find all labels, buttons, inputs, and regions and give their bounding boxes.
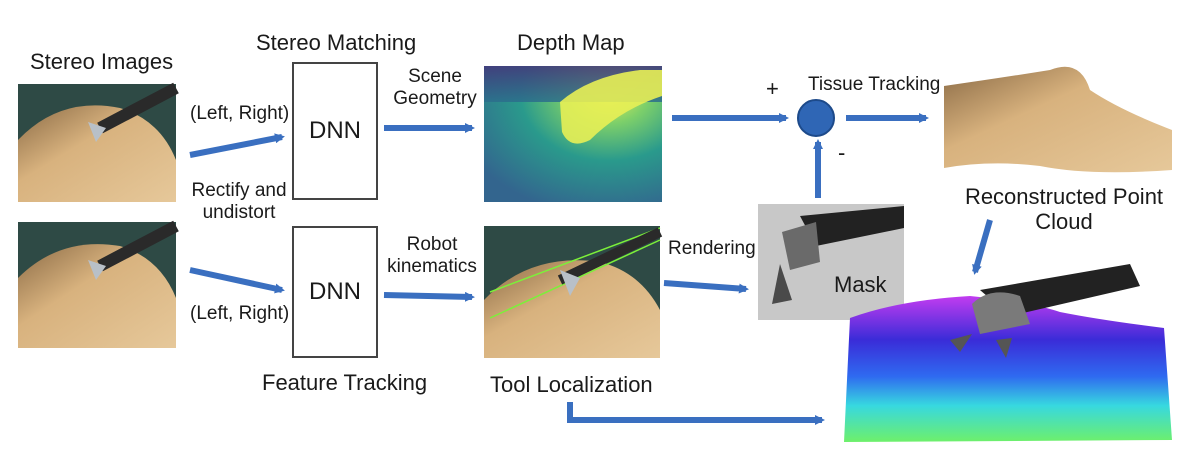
dnn-box-bottom: DNN [292, 226, 378, 358]
reconstructed-tissue-image [944, 66, 1172, 173]
label-stereo-images: Stereo Images [30, 49, 174, 74]
subtract-node [797, 99, 835, 137]
dnn-box-top: DNN [292, 62, 378, 200]
label-tissue-tracking: Tissue Tracking [808, 74, 941, 95]
arrows [189, 113, 993, 425]
label-minus: - [838, 140, 846, 165]
label-reconstructed-point-cloud: Reconstructed Point Cloud [964, 184, 1164, 235]
label-plus: + [766, 76, 779, 101]
label-depth-map: Depth Map [517, 30, 625, 55]
label-tool-localization: Tool Localization [490, 372, 653, 397]
label-left-right-top: (Left, Right) [190, 103, 290, 124]
depth-map-image [484, 66, 662, 202]
stereo-image-left [18, 82, 179, 202]
label-stereo-matching: Stereo Matching [256, 30, 417, 55]
label-scene-geometry: Scene Geometry [393, 66, 477, 109]
arrow-dnn-bottom-to-tool [383, 291, 475, 302]
arrow-left-to-dnn-bottom [189, 267, 285, 294]
arrow-tool-to-mask [663, 280, 749, 294]
arrow-tissue-to-cloud [972, 219, 993, 275]
label-robot-kinematics: Robot kinematics [387, 234, 477, 277]
label-rendering: Rendering [668, 238, 756, 259]
tool-localization-image [484, 226, 663, 358]
arrow-left-to-dnn-top [189, 133, 285, 158]
label-rectify: Rectify and undistort [191, 180, 287, 223]
label-feature-tracking: Feature Tracking [262, 370, 428, 395]
arrow-tool-to-cloud [567, 402, 825, 425]
label-left-right-bottom: (Left, Right) [190, 303, 290, 324]
stereo-image-right [18, 220, 179, 348]
tool-mask-image [758, 204, 904, 320]
label-mask: Mask [834, 272, 887, 297]
point-cloud-image [844, 264, 1172, 442]
